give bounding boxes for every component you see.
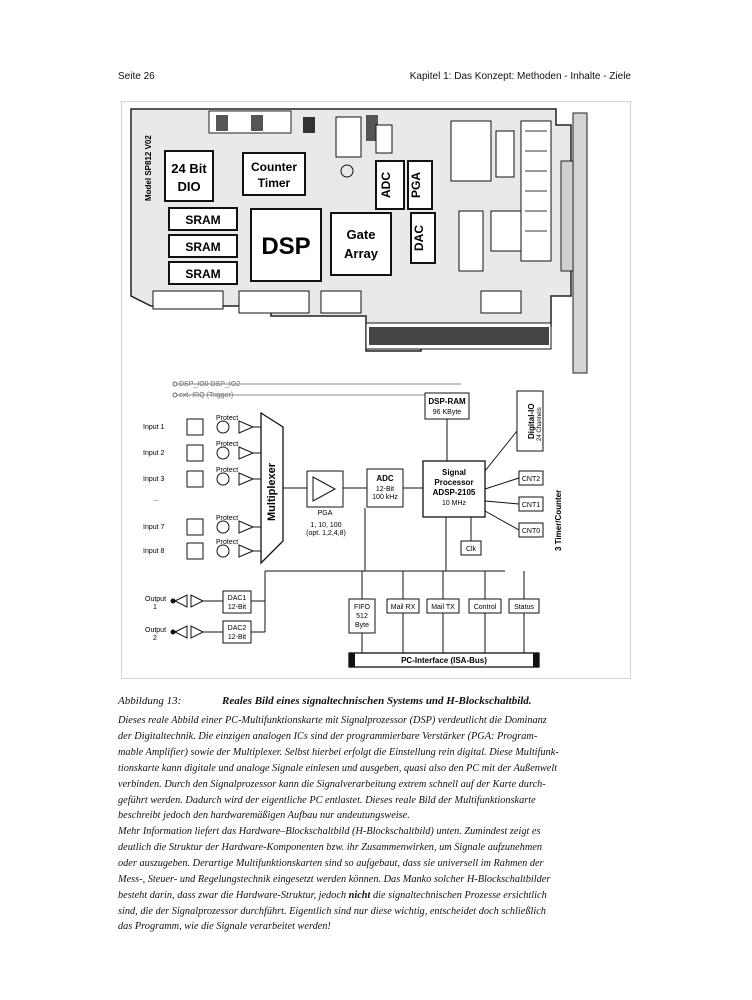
board-gate-label: Gate [347,227,376,242]
pga-gain-label: 1, 10, 100 [310,522,341,529]
cnt0-label: CNT0 [522,528,540,535]
fifo-unit-label: Byte [355,622,369,629]
protect-label-2: Protect [216,441,238,448]
board-sram-2: SRAM [185,240,220,254]
sp-label-4: 10 MHz [442,500,467,507]
para1-line: der Digitaltechnik. Die einzigen analoge… [118,730,538,742]
protect-label-8: Protect [216,539,238,546]
input-ellipsis: ... [153,496,159,503]
para2-line: sind, die der Signalprozessor durchführt… [118,905,546,917]
fifo-label: FIFO [354,604,370,611]
input-2-label: Input 2 [143,450,165,457]
board-dsp-label: DSP [261,233,310,260]
para2-line: Mess-, Steuer- und Regelungstechnik eing… [118,873,551,885]
dsp-ram-size-label: 96 KByte [433,409,462,416]
input-7-label: Input 7 [143,524,165,531]
paragraph-2: Mehr Information liefert das Hardware–Bl… [118,824,633,935]
para1-line: mable Amplifier) sowie der Multiplexer. … [118,746,559,758]
board-pga-label: PGA [409,172,423,198]
cnt2-label: CNT2 [522,476,540,483]
para2-line: deutlich die Struktur der Hardware-Kompo… [118,841,543,853]
cnt1-label: CNT1 [522,502,540,509]
board-chip-24bit-label: 24 Bit [171,161,207,176]
adc-label: ADC [376,474,394,483]
figure-caption: Abbildung 13: Reales Bild eines signalte… [118,695,633,707]
caption-number: Abbildung 13: [118,695,182,707]
caption-title: Reales Bild eines signaltechnischen Syst… [222,695,532,707]
para1-line: beschreibt jedoch den hardwaremäßigen Au… [118,810,410,822]
board-array-label: Array [344,246,379,261]
board-model-label: Model SP812 V02 [144,135,153,201]
output-2-num: 2 [153,635,157,642]
block-diagram: DSP_IO0 DSP_IO2 ext. IRQ (Trigger) Input… [143,381,563,668]
digital-io-channels: 24 Channels [537,407,543,441]
pga-label: PGA [318,510,333,517]
input-channels: Input 1 Input 2 Input 3 ... Input 7 Inpu… [143,415,261,560]
input-8-label: Input 8 [143,548,165,555]
board-timer-label: Timer [258,176,291,190]
board-sram-1: SRAM [185,213,220,227]
adc-rate-label: 100 kHz [372,494,398,501]
para1-line: tionskarte kann digitale und analoge Sig… [118,762,558,774]
page-number: Seite 26 [118,71,155,82]
board-counter-label: Counter [251,160,297,174]
para1-line: geführt werden. Dadurch wird der eigentl… [118,794,536,806]
output-1-num: 1 [153,604,157,611]
board-adc-label: ADC [379,172,393,198]
sp-label-2: Processor [434,478,473,487]
para2-post: die signaltechnischen Prozesse ersichtli… [372,889,547,901]
para1-line: verbinden. Durch den Signalprozessor kan… [118,778,546,790]
timer-counter-label: 3 Timer/Counter [554,490,563,551]
dac2-bits-label: 12-Bit [228,634,246,641]
pc-interface-label: PC-Interface (ISA-Bus) [401,656,487,665]
protect-label-3: Protect [216,467,238,474]
digital-io-label: Digital-IO [527,403,536,439]
status-label: Status [514,604,534,611]
protect-label-1: Protect [216,415,238,422]
clk-label: Clk [466,546,477,553]
board-sram-3: SRAM [185,267,220,281]
dac1-label: DAC1 [228,595,247,602]
para2-line: oder auszugeben. Derartige Multifunktion… [118,857,544,869]
board-dac-label: DAC [412,225,426,251]
protect-label-7: Protect [216,515,238,522]
output-1-label: Output [145,596,166,603]
para1-line: Dieses reale Abbild einer PC-Multifunkti… [118,715,547,726]
fifo-size-label: 512 [356,613,368,620]
control-label: Control [474,604,497,611]
emphasis-nicht: nicht [348,889,371,901]
dac1-bits-label: 12-Bit [228,604,246,611]
para2-line: Mehr Information liefert das Hardware–Bl… [118,826,541,837]
sp-label-1: Signal [442,468,466,477]
adc-bits-label: 12-Bit [376,486,394,493]
pga-gain-opt-label: (opt. 1,2,4,8) [306,530,346,537]
para2-pre: besteht darin, dass zwar die Hardware-St… [118,889,347,901]
multiplexer-label: Multiplexer [266,462,278,521]
output-2-label: Output [145,627,166,634]
para2-line: das Programm, wie die Signale verarbeite… [118,921,331,933]
figure-image: 24 Bit DIO Model SP812 V02 Counter Timer… [121,101,631,679]
board-chip-dio-label: DIO [177,179,200,194]
input-1-label: Input 1 [143,424,165,431]
circuit-board: 24 Bit DIO Model SP812 V02 Counter Timer… [130,108,588,374]
paragraph-1: Dieses reale Abbild einer PC-Multifunkti… [118,713,633,824]
chapter-title: Kapitel 1: Das Konzept: Methoden - Inhal… [409,71,631,82]
mail-rx-label: Mail RX [391,604,416,611]
para2-line-emphasis: besteht darin, dass zwar die Hardware-St… [118,888,633,904]
input-3-label: Input 3 [143,476,165,483]
mail-tx-label: Mail TX [431,604,455,611]
dac2-label: DAC2 [228,625,247,632]
dsp-ram-label: DSP-RAM [428,397,466,406]
sp-label-3: ADSP-2105 [433,488,476,497]
